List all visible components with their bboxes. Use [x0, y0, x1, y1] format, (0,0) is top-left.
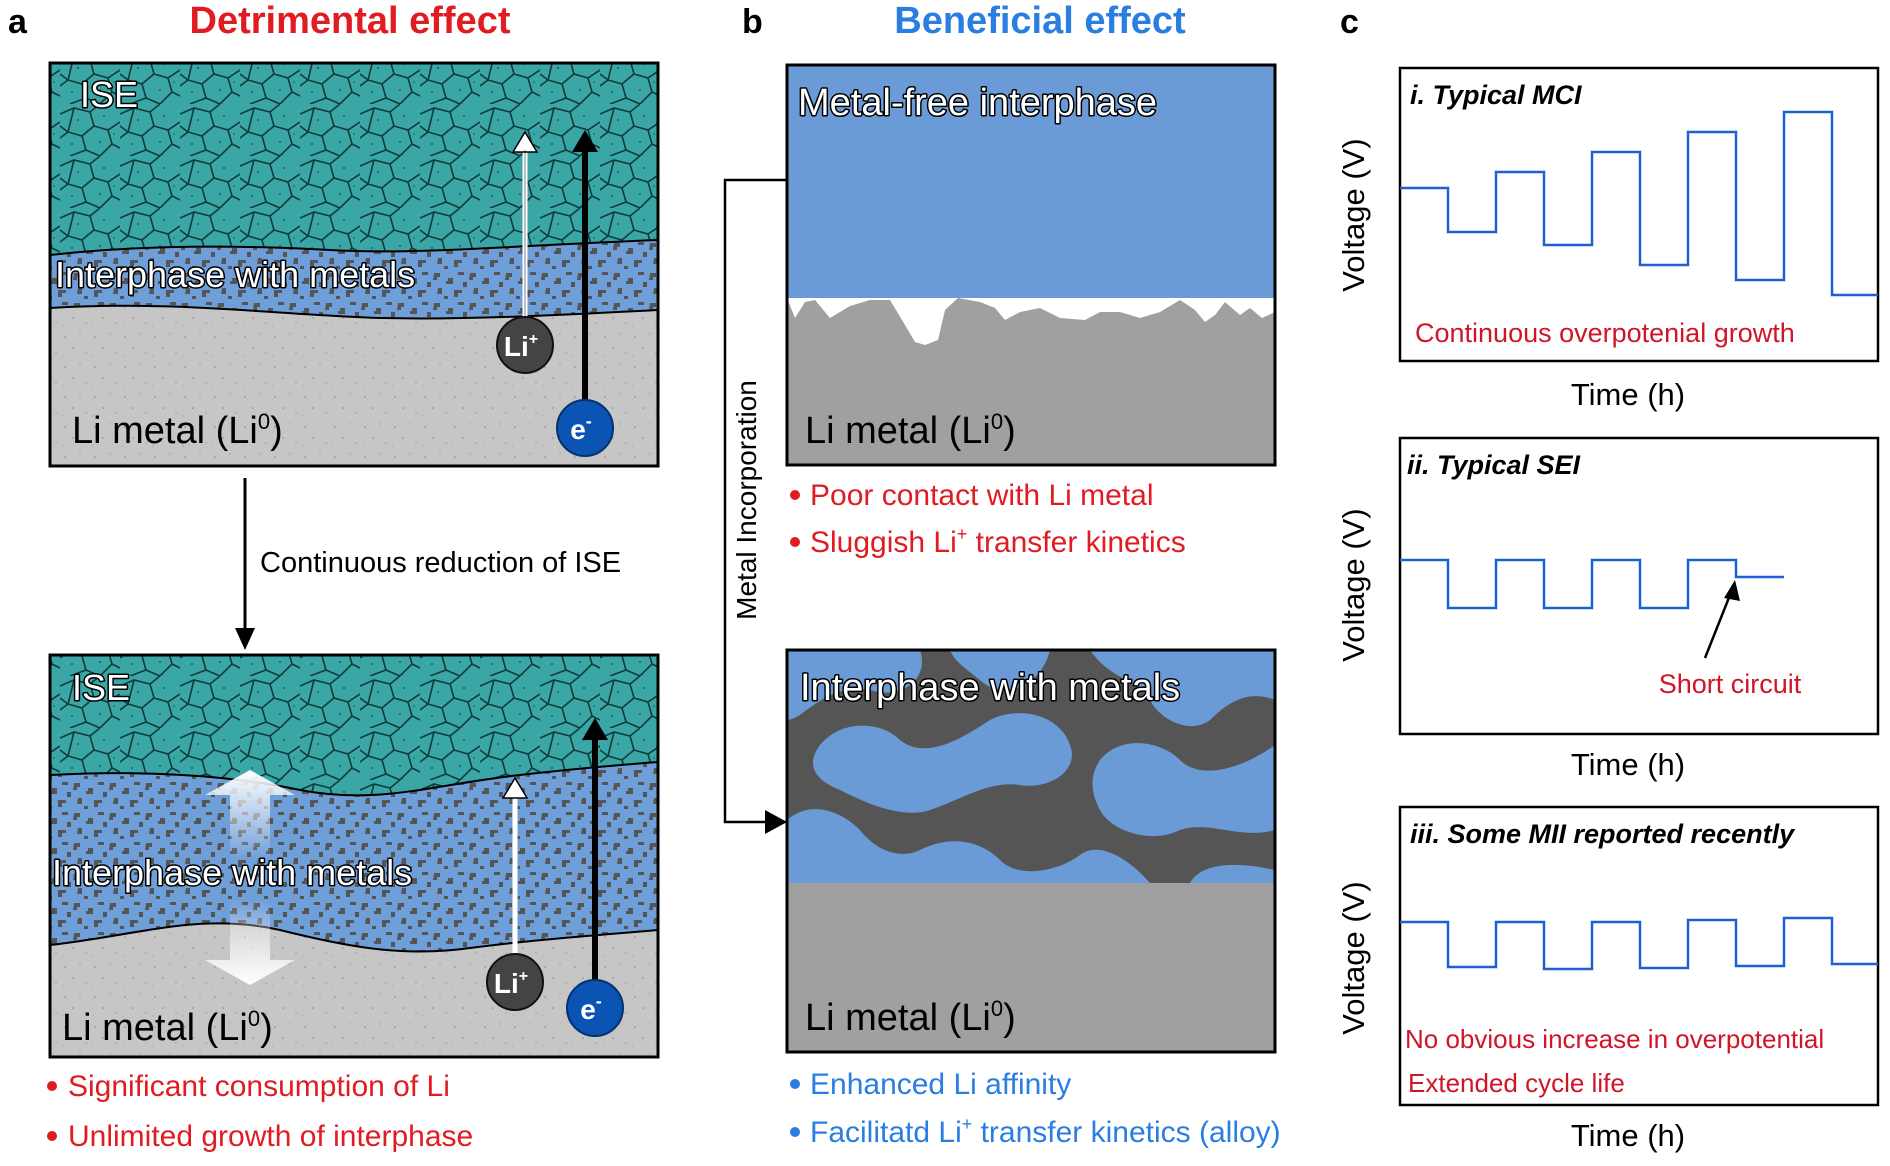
li-metal-label-b-top: Li metal (Li0) — [805, 409, 1016, 452]
plot-i-title: i. Typical MCI — [1410, 80, 1582, 110]
plot-some-mii: iii. Some MII reported recently Voltage … — [1336, 805, 1880, 1153]
panel-a-top-schematic: ISE Interphase with metals Li metal (Li0… — [48, 61, 660, 468]
metal-incorporation-label: Metal Incorporation — [731, 380, 762, 620]
panel-letter-a: a — [8, 3, 28, 41]
plot-i-voltage-trace — [1400, 110, 1878, 297]
reduction-arrow-label: Continuous reduction of ISE — [260, 547, 621, 579]
interphase-label-top: Interphase with metals — [55, 254, 415, 295]
li-ion-badge-bottom: Li+ — [486, 953, 544, 1011]
panel-b-bottom-schematic: Interphase with metals Li metal (Li0) — [785, 648, 1277, 1054]
plot-i-ylabel: Voltage (V) — [1336, 138, 1371, 291]
bullet-growth: Unlimited growth of interphase — [68, 1120, 473, 1153]
electron-badge-bottom: e- — [566, 979, 624, 1037]
interphase-layer — [50, 240, 658, 319]
panel-letter-b: b — [742, 3, 763, 41]
svg-text:e-: e- — [570, 411, 592, 445]
electron-badge-top: e- — [556, 399, 614, 457]
panel-a-bullets: Significant consumption of Li Unlimited … — [47, 1070, 473, 1153]
bullet-poor-contact: Poor contact with Li metal — [810, 479, 1154, 512]
li-metal-label-b-bottom: Li metal (Li0) — [805, 996, 1016, 1039]
plot-i-annotation: Continuous overpotenial growth — [1415, 318, 1795, 348]
panel-b-top-schematic: Metal-free interphase Li metal (Li0) — [785, 63, 1277, 467]
svg-text:Li+: Li+ — [494, 968, 528, 999]
plot-typical-sei: ii. Typical SEI Voltage (V) Time (h) Sho… — [1336, 436, 1880, 782]
li-metal-label-bottom: Li metal (Li0) — [62, 1006, 273, 1049]
ise-layer — [50, 63, 658, 255]
plot-iii-title: iii. Some MII reported recently — [1410, 819, 1796, 849]
plot-ii-ylabel: Voltage (V) — [1336, 508, 1371, 661]
panel-b-top-bullets: Poor contact with Li metal Sluggish Li+ … — [790, 479, 1186, 559]
svg-text:e-: e- — [580, 991, 602, 1025]
ise-label-bottom: ISE — [72, 667, 130, 708]
panel-a-title: Detrimental effect — [190, 0, 511, 42]
interphase-with-metals-label-b: Interphase with metals — [800, 667, 1180, 709]
plot-ii-voltage-trace — [1400, 558, 1784, 610]
plot-iii-annotation-2: Extended cycle life — [1408, 1068, 1625, 1098]
svg-text:Li+: Li+ — [504, 331, 538, 362]
panel-b-title: Beneficial effect — [894, 0, 1186, 42]
panel-a-bottom-schematic: ISE Interphase with metals Li metal (Li0… — [48, 653, 660, 1059]
plot-ii-annotation: Short circuit — [1659, 669, 1802, 699]
plot-ii-xlabel: Time (h) — [1571, 747, 1685, 782]
metal-free-interphase-label: Metal-free interphase — [798, 82, 1157, 124]
bullet-affinity: Enhanced Li affinity — [810, 1068, 1071, 1101]
plot-iii-ylabel: Voltage (V) — [1336, 881, 1371, 1034]
panel-b-bottom-bullets: Enhanced Li affinity Facilitatd Li+ tran… — [790, 1068, 1281, 1149]
interphase-label-bottom: Interphase with metals — [52, 852, 412, 893]
plot-iii-annotation: No obvious increase in overpotential — [1405, 1024, 1824, 1054]
bullet-sluggish: Sluggish Li+ transfer kinetics — [810, 524, 1186, 559]
li-ion-badge-top: Li+ — [496, 316, 554, 374]
plot-iii-voltage-trace — [1400, 916, 1878, 971]
bullet-facilitated: Facilitatd Li+ transfer kinetics (alloy) — [810, 1114, 1281, 1149]
li-metal-label-top: Li metal (Li0) — [72, 409, 283, 452]
plot-ii-title: ii. Typical SEI — [1407, 450, 1581, 480]
plot-iii-xlabel: Time (h) — [1571, 1118, 1685, 1153]
plot-i-xlabel: Time (h) — [1571, 377, 1685, 412]
metal-incorporation-bracket: Metal Incorporation — [723, 178, 787, 834]
ise-label-top: ISE — [80, 74, 138, 115]
panel-letter-c: c — [1340, 3, 1359, 41]
plot-typical-mci: i. Typical MCI Voltage (V) Time (h) Cont… — [1336, 66, 1880, 412]
bullet-consumption: Significant consumption of Li — [68, 1070, 450, 1103]
